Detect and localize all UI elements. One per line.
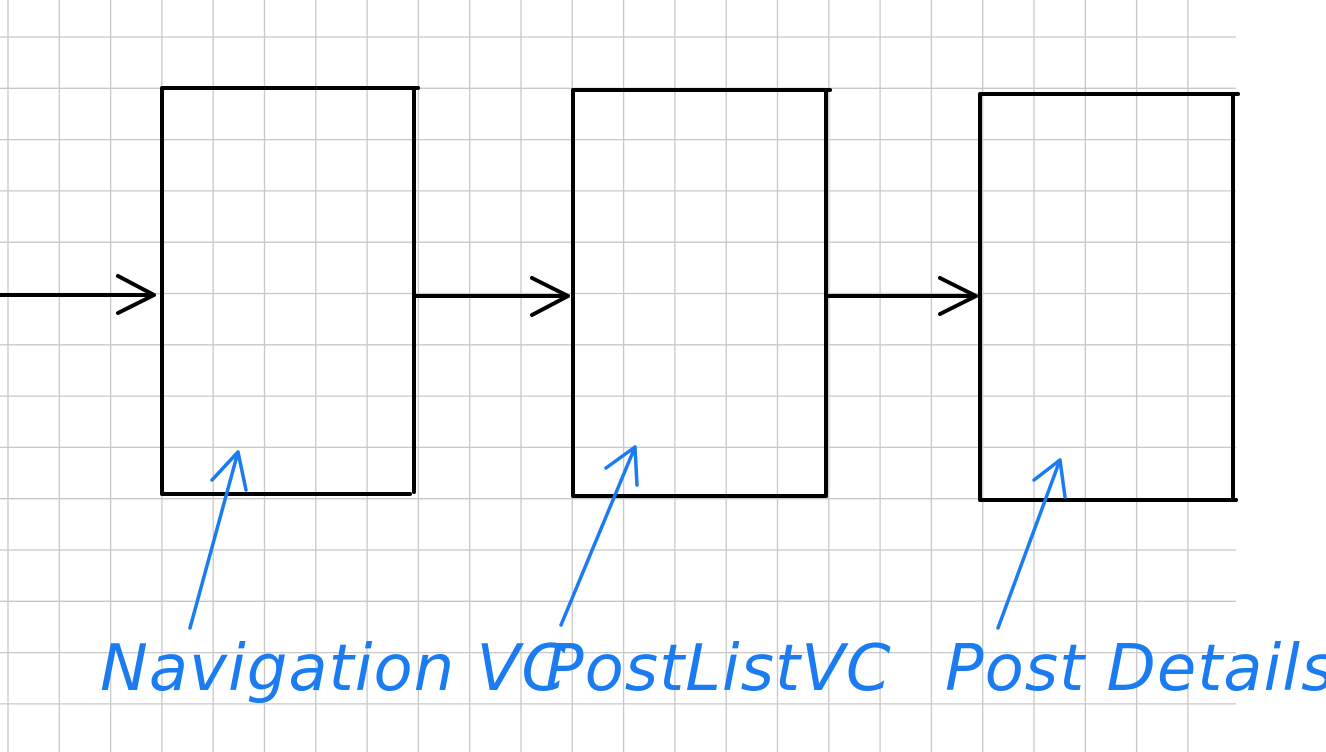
label-postlist-vc: PostListVC [545,632,892,706]
pointer-postdetails [996,458,1067,630]
pointer-navigation [188,450,248,630]
label-navigation-vc: Navigation VC [100,632,567,706]
annotation-pointers [188,445,1067,630]
flow-arrows [0,274,978,317]
box-postdetails [978,92,1240,502]
pointer-postlist [559,445,639,627]
label-post-details: Post Details [945,632,1326,706]
arrow-postlist-to-details [826,276,978,316]
box-postlist [571,88,832,498]
flow-boxes [160,86,1240,502]
arrow-nav-to-postlist [414,276,570,317]
arrow-entry [0,274,156,315]
box-navigation [160,86,420,496]
